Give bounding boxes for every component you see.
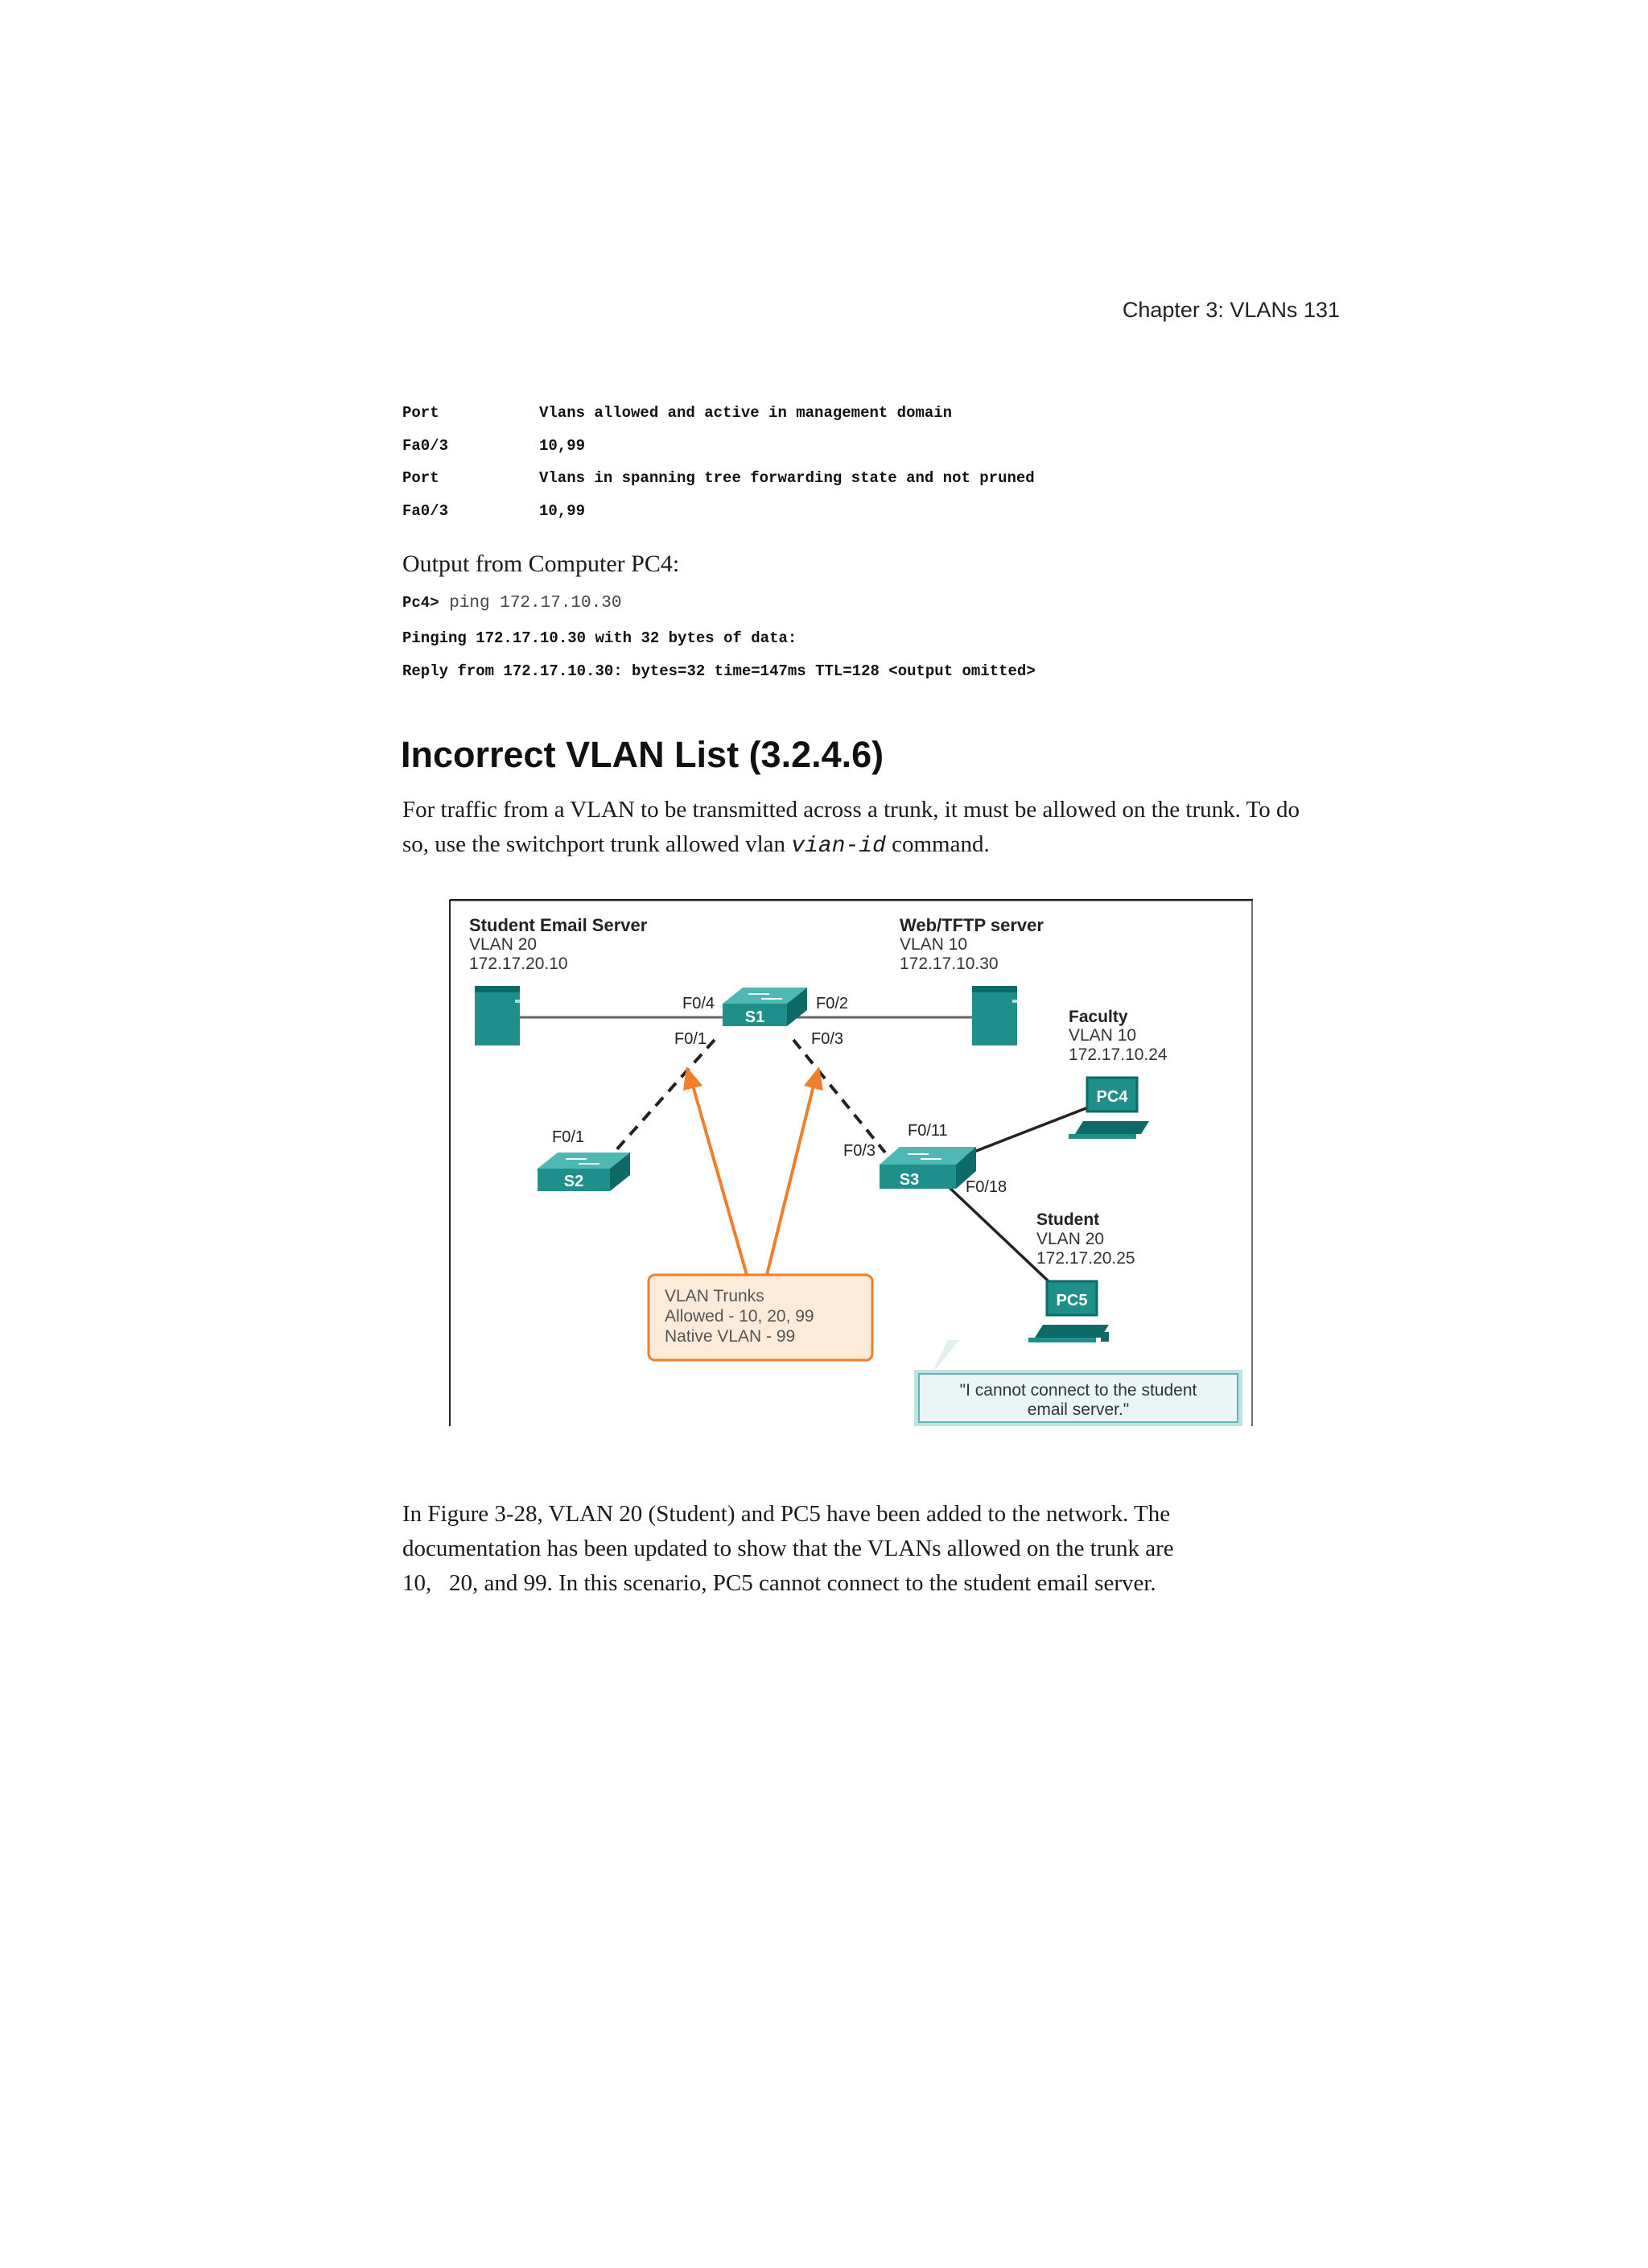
faculty-title: Faculty (1069, 1008, 1128, 1026)
pc4-prompt: Pc4> (402, 594, 439, 612)
email-server-ip: 172.17.20.10 (469, 955, 568, 973)
paragraph-line: 10, 20, and 99. In this scenario, PC5 ca… (402, 1570, 1156, 1596)
port-s1-f04: F0/4 (682, 995, 715, 1012)
email-server-title: Student Email Server (469, 915, 648, 935)
trunk-box (647, 1273, 874, 1362)
switch-s1-icon (723, 988, 807, 1026)
paragraph-line: In Figure 3-28, VLAN 20 (Student) and PC… (402, 1501, 1171, 1527)
port-s3-f018: F0/18 (966, 1178, 1007, 1196)
web-server-title: Web/TFTP server (900, 915, 1044, 935)
web-server-ip: 172.17.10.30 (900, 955, 999, 973)
arrow-to-trunk-s2 (691, 1085, 748, 1276)
paragraph-line: so, use the switchport trunk allowed vla… (402, 827, 1392, 864)
callout-line2: email server." (1028, 1400, 1130, 1419)
paragraph-figure-description: In Figure 3-28, VLAN 20 (Student) and PC… (402, 1497, 1392, 1601)
port-s3-f011: F0/11 (908, 1122, 948, 1140)
switch-s1-label: S1 (745, 1008, 764, 1026)
port-s1-f02: F0/2 (816, 995, 848, 1012)
paragraph-line: For traffic from a VLAN to be transmitte… (402, 797, 1300, 823)
paragraph-text: command. (885, 831, 990, 857)
web-server-vlan: VLAN 10 (900, 935, 967, 954)
section-heading: Incorrect VLAN List (3.2.4.6) (401, 734, 884, 775)
callout-line1: "I cannot connect to the student (960, 1381, 1197, 1400)
pc5-label: PC5 (1057, 1292, 1088, 1309)
student-title: Student (1036, 1210, 1099, 1229)
output-col1: Port (402, 469, 439, 487)
output-col1: Fa0/3 (402, 437, 449, 455)
pc4-reply-line: Reply from 172.17.10.30: bytes=32 time=1… (402, 662, 1036, 680)
inline-code: vian-id (791, 834, 886, 859)
link-s3-pc5 (945, 1183, 1050, 1283)
pc4-command: ping 172.17.10.30 (439, 594, 622, 612)
switch-s3-label: S3 (900, 1171, 919, 1189)
trunk-box-line3: Native VLAN - 99 (665, 1327, 795, 1346)
email-server-vlan: VLAN 20 (469, 935, 537, 954)
student-vlan: VLAN 20 (1036, 1230, 1104, 1248)
trunk-s1-s2 (612, 1038, 716, 1154)
callout-pointer (932, 1340, 959, 1374)
trunk-s1-s3 (792, 1038, 887, 1154)
running-head: Chapter 3: VLANs 131 (1122, 298, 1340, 322)
switch-s2-icon (538, 1153, 630, 1191)
pc4-command-line: Pc4> ping 172.17.10.30 (402, 594, 621, 612)
paragraph-intro: For traffic from a VLAN to be transmitte… (402, 793, 1392, 864)
pc4-pinging-line: Pinging 172.17.10.30 with 32 bytes of da… (402, 629, 797, 647)
arrow-to-trunk-s3 (765, 1085, 815, 1276)
port-s1-f01: F0/1 (674, 1030, 707, 1048)
output-col2: Vlans in spanning tree forwarding state … (539, 469, 1035, 487)
switch-s2-label: S2 (564, 1173, 583, 1190)
student-ip: 172.17.20.25 (1036, 1249, 1135, 1268)
arrow-head-left (683, 1066, 702, 1091)
pc5-icon (1028, 1280, 1109, 1342)
paragraph-text: so, use the switchport trunk allowed vla… (402, 831, 792, 857)
faculty-ip: 172.17.10.24 (1069, 1045, 1168, 1064)
paragraph-line: documentation has been updated to show t… (402, 1536, 1174, 1561)
trunk-box-line2: Allowed - 10, 20, 99 (665, 1307, 814, 1326)
web-server-icon (972, 986, 1017, 1045)
arrow-head-right (804, 1066, 823, 1091)
trunk-box-line1: VLAN Trunks (665, 1287, 764, 1305)
switch-s3-icon (880, 1147, 976, 1189)
output-col1: Port (402, 404, 439, 422)
port-s3-f03: F0/3 (843, 1142, 876, 1160)
pc4-label: PC4 (1097, 1088, 1129, 1106)
callout-box (918, 1373, 1238, 1423)
output-col2: Vlans allowed and active in management d… (539, 404, 953, 422)
output-col2: 10,99 (539, 437, 586, 455)
pc4-output-label: Output from Computer PC4: (402, 551, 680, 577)
faculty-vlan: VLAN 10 (1069, 1026, 1136, 1045)
network-figure: Student Email Server VLAN 20 172.17.20.1… (449, 899, 1253, 1426)
output-col2: 10,99 (539, 502, 586, 520)
output-col1: Fa0/3 (402, 502, 449, 520)
pc4-icon (1069, 1076, 1149, 1139)
email-server-icon (475, 986, 520, 1045)
port-s2-f01: F0/1 (552, 1128, 584, 1146)
port-s1-f03: F0/3 (811, 1030, 843, 1048)
